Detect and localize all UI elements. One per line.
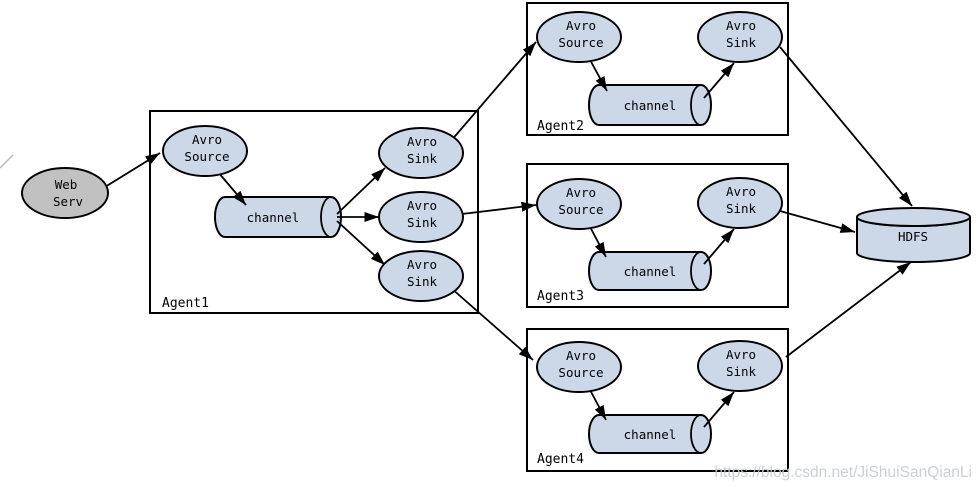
agent4-source-label-line1: Avro [566,348,596,363]
agent3-channel-label: channel [624,264,677,279]
arrow-agent3-channel-to-sink [703,228,735,265]
hdfs-cylinder [856,207,971,263]
agent1-source-label-line1: Avro [192,132,222,147]
web-server-label-line1: Web [55,177,78,192]
web-server-node [21,167,109,219]
agent1-channel [214,196,342,238]
agent4-channel-label: channel [624,427,677,442]
agent2-sink-label-line2: Sink [726,35,757,50]
agent1-sink3-label-line2: Sink [407,274,438,289]
arrow-agent2-sink-to-hdfs [779,46,913,207]
agent1-avro-source-node [162,125,248,177]
agent4-label: Agent4 [537,452,584,467]
watermark-text: https://blog.csdn.net/JiShuiSanQianLi [714,464,972,481]
agent2-channel-label: channel [624,98,677,113]
agent1-sink2-label-line1: Avro [407,198,437,213]
agent1-channel-label: channel [247,210,300,225]
agent2-source-label-line1: Avro [566,18,596,33]
arrow-sink1-to-agent2-source [449,41,537,143]
agent1-avro-sink1-node [378,127,464,179]
arrow-agent4-source-to-channel [588,387,607,421]
stray-line-artifact [0,154,14,169]
arrow-agent1-source-to-channel [217,171,247,206]
agent1-avro-sink3-node [378,250,464,302]
arrow-agent4-sink-to-hdfs [785,261,912,358]
agent4-sink-label-line2: Sink [726,364,757,379]
agent2-source-label-line2: Source [558,35,603,50]
arrow-agent4-channel-to-sink [703,391,735,428]
agent3-source-label-line1: Avro [566,185,596,200]
arrow-agent2-channel-to-sink [703,62,735,99]
agent2-label: Agent2 [537,119,584,134]
agent2-avro-source-node [536,11,622,63]
agent2-sink-label-line1: Avro [726,18,756,33]
agent3-label: Agent3 [537,289,584,304]
agent1-source-label-line2: Source [184,149,229,164]
arrow-agent3-sink-to-hdfs [779,210,856,233]
arrow-agent2-source-to-channel [588,57,608,92]
arrow-sink3-to-agent4-source [450,287,534,361]
agent3-source-label-line2: Source [558,202,603,217]
agent3-sink-label-line2: Sink [726,201,757,216]
arrow-sink2-to-agent3-source [461,201,537,215]
agent1-sink1-label-line2: Sink [407,151,438,166]
agent3-avro-sink-node [697,177,783,229]
agent4-avro-source-node [536,341,622,393]
arrow-agent3-source-to-channel [588,224,607,258]
agent1-sink2-label-line2: Sink [407,215,438,230]
agent1-label: Agent1 [162,296,209,311]
agent3-sink-label-line1: Avro [726,184,756,199]
agent1-sink3-label-line1: Avro [407,257,437,272]
agent4-source-label-line2: Source [558,365,603,380]
agent1-sink1-label-line1: Avro [407,134,437,149]
arrow-agent1-channel-to-sink1 [336,167,386,215]
agent2-avro-sink-node [697,11,783,63]
hdfs-label: HDFS [898,229,928,244]
agent4-avro-sink-node [697,340,783,392]
arrow-webserv-to-agent1-source [104,152,161,188]
arrow-agent1-channel-to-sink3 [336,220,386,266]
agent4-sink-label-line1: Avro [726,347,756,362]
agent3-avro-source-node [536,178,622,230]
agent1-avro-sink2-node [378,191,464,243]
web-server-label-line2: Serv [53,194,83,209]
